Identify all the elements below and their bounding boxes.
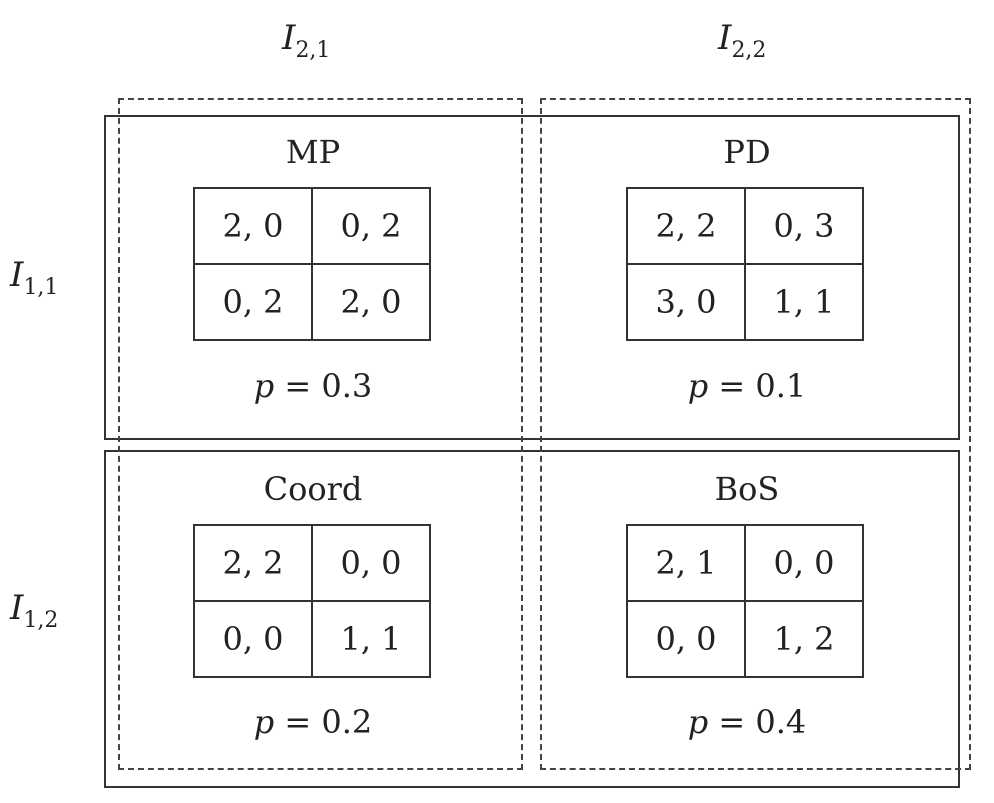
probability-value: = 0.2 xyxy=(284,703,373,741)
matrix-row: 0, 0 1, 1 xyxy=(193,600,431,678)
info-set-box-i11 xyxy=(104,115,960,440)
payoff-cell: 2, 2 xyxy=(193,524,313,602)
info-set-box-i12 xyxy=(104,450,960,788)
probability-var: p xyxy=(253,703,275,741)
payoff-cell: 0, 0 xyxy=(744,524,864,602)
payoff-cell: 3, 0 xyxy=(626,263,746,341)
payoff-cell: 0, 2 xyxy=(311,187,431,265)
matrix-row: 2, 0 0, 2 xyxy=(193,187,431,265)
game-title-pd: PD xyxy=(723,133,771,171)
row-label-subscript: 1,2 xyxy=(23,608,59,633)
payoff-matrix-coord: 2, 2 0, 0 0, 0 1, 1 xyxy=(193,524,431,678)
payoff-cell: 2, 2 xyxy=(626,187,746,265)
payoff-cell: 0, 0 xyxy=(311,524,431,602)
matrix-row: 2, 1 0, 0 xyxy=(626,524,864,602)
probability-bos: p = 0.4 xyxy=(597,703,897,741)
probability-var: p xyxy=(687,703,709,741)
row-label-i11: I1,1 xyxy=(10,255,58,300)
payoff-matrix-mp: 2, 0 0, 2 0, 2 2, 0 xyxy=(193,187,431,341)
column-label-i21: I2,1 xyxy=(282,18,330,63)
matrix-row: 0, 2 2, 0 xyxy=(193,263,431,341)
row-label-i12: I1,2 xyxy=(10,588,58,633)
payoff-cell: 0, 2 xyxy=(193,263,313,341)
payoff-matrix-pd: 2, 2 0, 3 3, 0 1, 1 xyxy=(626,187,864,341)
probability-mp: p = 0.3 xyxy=(163,367,463,405)
payoff-cell: 0, 3 xyxy=(744,187,864,265)
column-label-symbol: I xyxy=(282,18,296,58)
matrix-row: 2, 2 0, 0 xyxy=(193,524,431,602)
game-title-mp: MP xyxy=(285,133,341,171)
game-title-bos: BoS xyxy=(714,470,780,508)
payoff-cell: 1, 2 xyxy=(744,600,864,678)
probability-var: p xyxy=(253,367,275,405)
game-title-coord: Coord xyxy=(263,470,363,508)
info-set-box-i21 xyxy=(118,98,523,770)
payoff-cell: 2, 0 xyxy=(311,263,431,341)
column-label-symbol: I xyxy=(718,18,732,58)
payoff-cell: 0, 0 xyxy=(626,600,746,678)
payoff-cell: 1, 1 xyxy=(311,600,431,678)
matrix-row: 0, 0 1, 2 xyxy=(626,600,864,678)
column-label-subscript: 2,1 xyxy=(295,38,331,63)
row-label-subscript: 1,1 xyxy=(23,275,59,300)
info-set-box-i22 xyxy=(540,98,971,770)
matrix-row: 2, 2 0, 3 xyxy=(626,187,864,265)
probability-var: p xyxy=(687,367,709,405)
column-label-subscript: 2,2 xyxy=(731,38,767,63)
payoff-cell: 2, 1 xyxy=(626,524,746,602)
probability-value: = 0.3 xyxy=(284,367,373,405)
row-label-symbol: I xyxy=(10,255,24,295)
probability-pd: p = 0.1 xyxy=(597,367,897,405)
row-label-symbol: I xyxy=(10,588,24,628)
matrix-row: 3, 0 1, 1 xyxy=(626,263,864,341)
payoff-cell: 0, 0 xyxy=(193,600,313,678)
probability-coord: p = 0.2 xyxy=(163,703,463,741)
probability-value: = 0.4 xyxy=(718,703,807,741)
payoff-matrix-bos: 2, 1 0, 0 0, 0 1, 2 xyxy=(626,524,864,678)
column-label-i22: I2,2 xyxy=(718,18,766,63)
payoff-cell: 2, 0 xyxy=(193,187,313,265)
probability-value: = 0.1 xyxy=(718,367,807,405)
payoff-cell: 1, 1 xyxy=(744,263,864,341)
